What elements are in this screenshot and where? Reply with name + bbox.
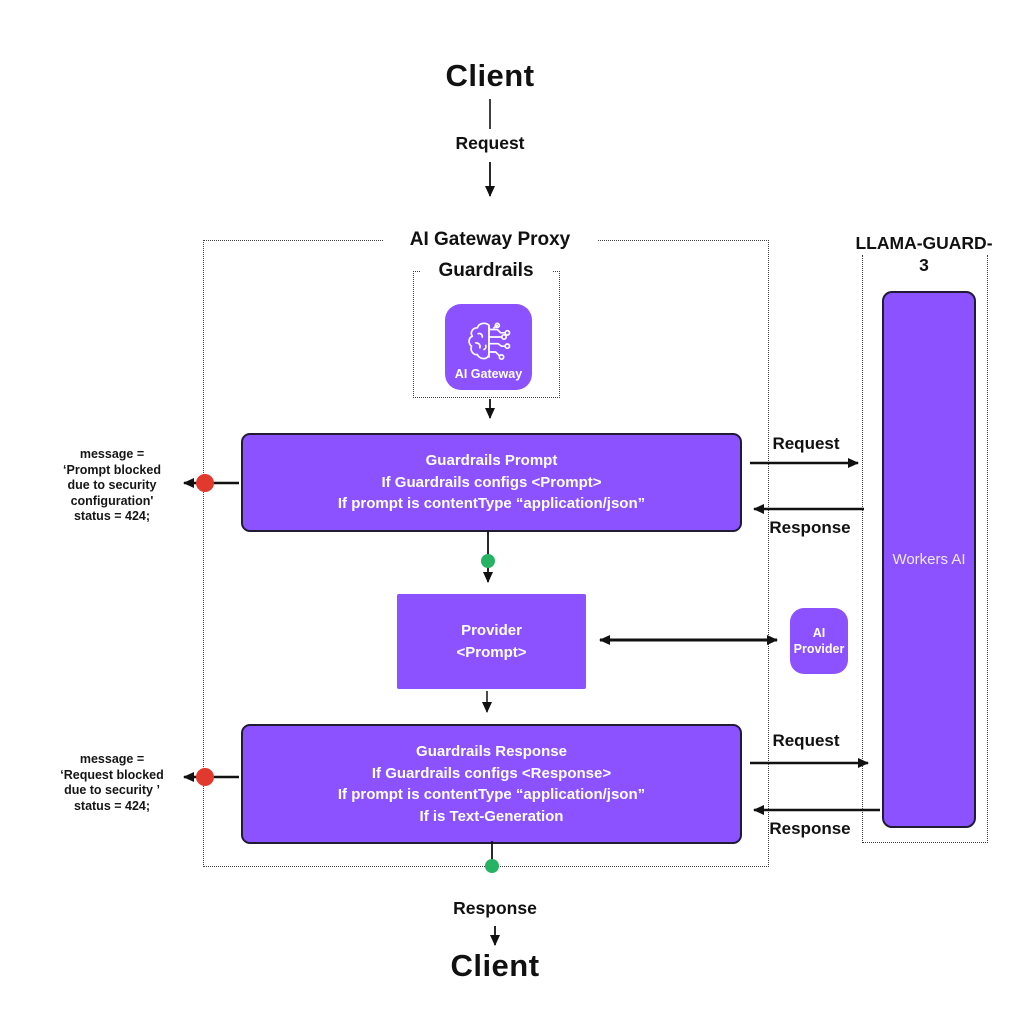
guardrails-prompt-box: Guardrails Prompt If Guardrails configs … — [241, 433, 742, 532]
provider-box: Provider <Prompt> — [397, 594, 586, 689]
response-note-line1: message = — [79, 752, 145, 766]
ai-gateway-icon-tile: AI Gateway — [445, 304, 532, 390]
guardrails-response-line4: If is Text-Generation — [419, 807, 564, 825]
provider-line2: <Prompt> — [456, 643, 527, 661]
guardrails-group-title: Guardrails — [420, 259, 552, 283]
client-bottom-label: Client — [450, 948, 540, 983]
ai-provider-box: AI Provider — [790, 608, 848, 674]
prompt-note-line2: ‘Prompt blocked — [63, 462, 161, 477]
response-note-line3: due to security ’ — [64, 783, 160, 797]
prompt-note-line1: message = — [79, 447, 145, 461]
brain-circuit-icon — [467, 322, 510, 361]
ai-gateway-proxy-title: AI Gateway Proxy — [383, 228, 597, 252]
llama-guard-group-box — [862, 255, 988, 843]
response-note-line2: ‘Request blocked — [60, 767, 164, 782]
provider-line1: Provider — [461, 622, 522, 639]
workers-ai-label: Workers AI — [892, 551, 966, 568]
client-top-label: Client — [445, 58, 535, 93]
guardrails-response-line2: If Guardrails configs <Response> — [371, 764, 612, 782]
guardrails-response-box: Guardrails Response If Guardrails config… — [241, 724, 742, 844]
llama-guard-title-line2: 3 — [919, 255, 929, 275]
guardrails-response-line1: Guardrails Response — [416, 743, 567, 760]
llama-guard-title: LLAMA-GUARD- 3 — [845, 232, 1003, 276]
llama-bottom-response-label: Response — [769, 819, 851, 838]
prompt-note-line3: due to security — [67, 478, 157, 492]
ai-provider-line1: AI — [812, 626, 826, 640]
prompt-note-line5: status = 424; — [73, 509, 151, 523]
response-bottom-label: Response — [453, 898, 537, 918]
llama-top-request-label: Request — [772, 434, 840, 453]
prompt-note-line4: configuration' — [70, 493, 154, 508]
ai-gateway-icon-label: AI Gateway — [454, 367, 523, 381]
request-blocked-note: message = ‘Request blocked due to securi… — [38, 752, 186, 814]
guardrails-prompt-line1: Guardrails Prompt — [425, 452, 558, 470]
prompt-blocked-note: message = ‘Prompt blocked due to securit… — [38, 447, 186, 525]
llama-bottom-request-label: Request — [772, 731, 840, 750]
response-note-line4: status = 424; — [73, 798, 151, 813]
guardrails-response-line3: If prompt is contentType “application/js… — [337, 786, 646, 803]
request-top-label: Request — [455, 133, 525, 153]
guardrails-prompt-line2: If Guardrails configs <Prompt> — [381, 473, 602, 491]
ai-provider-line2: Provider — [793, 642, 845, 656]
workers-ai-box: Workers AI — [882, 291, 976, 828]
guardrails-prompt-line3: If prompt is contentType “application/js… — [337, 495, 646, 513]
llama-top-response-label: Response — [769, 518, 851, 537]
llama-guard-title-line1: LLAMA-GUARD- — [845, 232, 1003, 254]
